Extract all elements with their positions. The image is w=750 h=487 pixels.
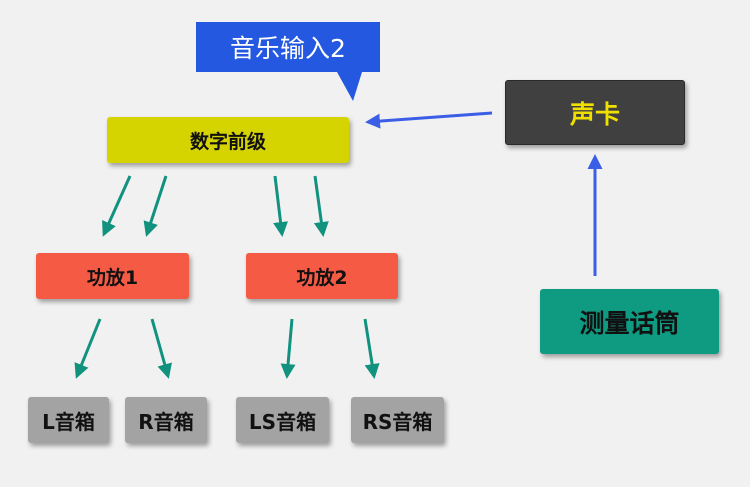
- arrow-amp1-to-r: [150, 318, 172, 379]
- arrow-amp1-to-l: [74, 318, 102, 379]
- arrow-preamp-to-amp1-b: [143, 175, 168, 237]
- arrow-preamp-to-amp2-a: [273, 175, 289, 237]
- arrow-preamp-to-amp1-a: [102, 175, 132, 237]
- sound-card-node: 声卡: [505, 80, 685, 145]
- arrow-preamp-to-amp2-b: [313, 175, 329, 237]
- speaker-r-node: R音箱: [125, 397, 207, 443]
- speaker-l-node: L音箱: [28, 397, 109, 443]
- callout-label: 音乐输入2: [230, 34, 346, 63]
- arrow-amp2-to-rs: [363, 318, 380, 379]
- speaker-rs-node: RS音箱: [351, 397, 444, 443]
- amp1-node: 功放1: [36, 253, 189, 299]
- arrow-amp2-to-ls: [280, 318, 296, 379]
- digital-preamp-node: 数字前级: [107, 117, 349, 163]
- amp2-node: 功放2: [246, 253, 398, 299]
- measurement-mic-node: 测量话筒: [540, 289, 719, 354]
- arrow-soundcard-to-preamp: [365, 111, 493, 129]
- callout-bubble: [196, 22, 380, 101]
- speaker-ls-node: LS音箱: [236, 397, 329, 443]
